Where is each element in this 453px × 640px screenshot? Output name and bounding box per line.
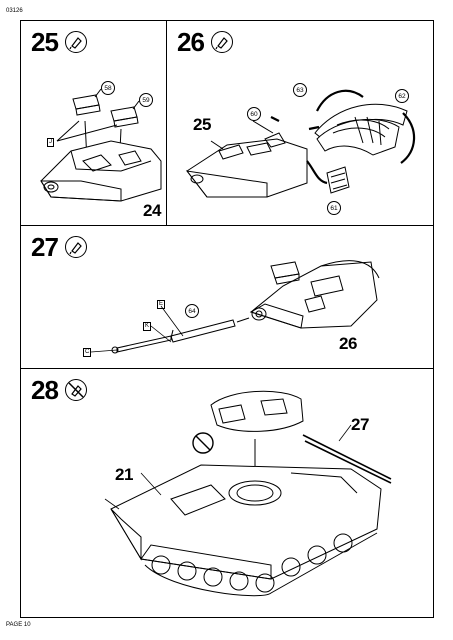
ref-label: 25	[193, 115, 211, 134]
ref-label: 26	[339, 334, 357, 353]
part-callout-62: 62	[395, 89, 409, 103]
no-glue-icon	[65, 379, 87, 401]
turret-basket-drawing	[185, 89, 416, 198]
decal-marker-c: C	[83, 348, 92, 357]
step-number: 27	[31, 232, 59, 262]
glue-tube-icon	[65, 236, 87, 258]
part-callout-64: 64	[185, 304, 199, 318]
step-number: 26	[177, 27, 205, 57]
part-callout-63: 63	[293, 83, 307, 97]
ref-label: 24	[143, 201, 161, 220]
ref-label-21: 21	[115, 465, 133, 484]
page-number: PAGE 10	[6, 622, 31, 628]
step-26-panel: 26 60 63 62 61 25	[166, 20, 434, 226]
glue-tube-icon	[211, 31, 233, 53]
decal-marker-j: J	[47, 138, 54, 147]
part-callout-61: 61	[327, 201, 341, 215]
decal-marker-k: K	[143, 322, 152, 331]
step-28-panel: 28 27 21	[20, 368, 434, 618]
part-callout-60: 60	[247, 107, 261, 121]
tank-assembly-drawing	[104, 390, 392, 597]
step-25-panel: 25 58 59 J 24	[20, 20, 167, 226]
step-number: 28	[31, 375, 59, 405]
part-callout-59: 59	[139, 93, 153, 107]
decal-marker-e: E	[157, 300, 166, 309]
step-27-panel: 27 64 E K C 26	[20, 225, 434, 369]
gun-barrel-drawing	[90, 260, 380, 354]
turret-drawing	[40, 88, 162, 202]
glue-tube-icon	[65, 31, 87, 53]
product-code: 03126	[6, 8, 23, 14]
part-callout-58: 58	[101, 81, 115, 95]
step-number: 25	[31, 27, 59, 57]
ref-label-27: 27	[351, 415, 369, 434]
